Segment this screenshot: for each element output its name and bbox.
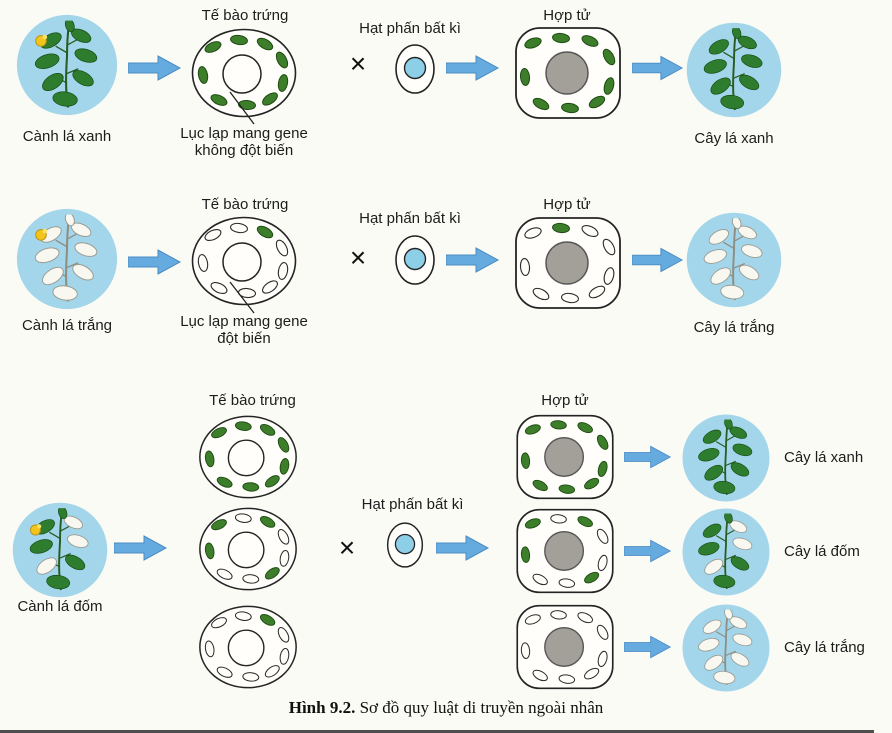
arrow-right-icon (446, 55, 499, 81)
result-plant-photo-green-row3 (682, 414, 770, 502)
chloroplast-note-row1-line1: Lục lạp mang gene (180, 125, 308, 142)
arrow-right-icon (128, 55, 181, 81)
pollen-nucleus (403, 56, 427, 80)
flower-icon (35, 228, 48, 241)
chloroplast-note-row2-line2: đột biến (217, 330, 271, 347)
egg-inner-ring (222, 242, 262, 282)
egg-cell-label-row3: Tế bào trứng (209, 392, 296, 409)
egg-inner-ring (227, 439, 265, 477)
arrow-right-icon (624, 539, 671, 563)
zygote-label-row2: Hợp tử (543, 196, 591, 213)
zygote-row3-mixed (516, 508, 614, 594)
figure-caption-number: Hình 9.2. (288, 698, 356, 717)
zygote-label-row3: Hợp tử (541, 392, 589, 409)
pointer-line (229, 281, 255, 314)
egg-inner-ring (227, 531, 265, 569)
arrow-right-icon (446, 247, 499, 273)
pointer-line (229, 91, 255, 125)
egg-cell-row1 (191, 28, 297, 118)
figure-caption-text: Sơ đồ quy luật di truyền ngoài nhân (359, 698, 604, 717)
source-label-row3: Cành lá đốm (17, 598, 103, 615)
zygote-label-row1: Hợp tử (543, 7, 591, 24)
page-edge-line (0, 730, 875, 733)
result-plant-photo-white-row3 (682, 604, 770, 692)
pollen-label-row2: Hạt phấn bất kì (359, 210, 461, 227)
arrow-right-icon (436, 535, 489, 561)
egg-cell-label-row2: Tế bào trứng (201, 196, 289, 213)
result-plant-photo-white (686, 212, 782, 308)
arrow-right-icon (624, 635, 671, 659)
zygote-row3-green (516, 414, 614, 500)
cross-symbol-row2: × (349, 242, 367, 273)
pollen-label-row1: Hạt phấn bất kì (359, 20, 461, 37)
egg-inner-ring (222, 54, 262, 94)
pollen-nucleus (403, 247, 427, 271)
source-plant-photo-variegated (12, 502, 108, 598)
egg-cell-row3-white (199, 605, 297, 689)
zygote-nucleus (544, 437, 585, 477)
source-label-row1: Cành lá xanh (22, 128, 112, 145)
result-label-row3-green: Cây lá xanh (784, 449, 864, 466)
cross-symbol-row3: × (338, 532, 356, 563)
pollen-cell-row1 (395, 44, 435, 94)
chloroplast-note-row1-line2: không đột biến (194, 142, 294, 159)
pollen-cell-row2 (395, 235, 435, 285)
result-label-row3-white: Cây lá trắng (784, 639, 865, 656)
flower-icon (35, 34, 48, 47)
source-plant-photo-white (16, 208, 118, 310)
result-plant-photo-variegated-row3 (682, 508, 770, 596)
flower-icon (30, 523, 42, 536)
result-label-row2: Cây lá trắng (693, 319, 775, 336)
egg-cell-label-row1: Tế bào trứng (201, 7, 289, 24)
zygote-row1 (515, 27, 621, 119)
arrow-right-icon (114, 535, 167, 561)
cross-symbol-row1: × (349, 48, 367, 79)
arrow-right-icon (632, 247, 683, 273)
pollen-cell-row3 (386, 522, 424, 568)
zygote-row2 (515, 217, 621, 309)
source-label-row2: Cành lá trắng (21, 317, 113, 334)
arrow-right-icon (632, 55, 683, 81)
pollen-nucleus (394, 533, 416, 555)
egg-inner-ring (227, 629, 265, 667)
egg-cell-row2 (191, 216, 297, 306)
source-plant-photo-green (16, 14, 118, 116)
egg-cell-row3-green (199, 415, 297, 499)
zygote-row3-white (516, 604, 614, 690)
result-label-row3-variegated: Cây lá đốm (784, 543, 860, 560)
result-plant-photo-green (686, 22, 782, 118)
arrow-right-icon (624, 445, 671, 469)
zygote-nucleus (545, 51, 589, 95)
chloroplast-note-row2-line1: Lục lạp mang gene (180, 313, 308, 330)
zygote-nucleus (544, 531, 585, 571)
arrow-right-icon (128, 249, 181, 275)
pollen-label-row3: Hạt phấn bất kì (361, 496, 464, 513)
figure-caption: Hình 9.2. Sơ đồ quy luật di truyền ngoài… (0, 698, 892, 718)
egg-cell-row3-mixed (199, 507, 297, 591)
zygote-nucleus (545, 241, 589, 285)
zygote-nucleus (544, 627, 585, 667)
result-label-row1: Cây lá xanh (694, 130, 774, 147)
